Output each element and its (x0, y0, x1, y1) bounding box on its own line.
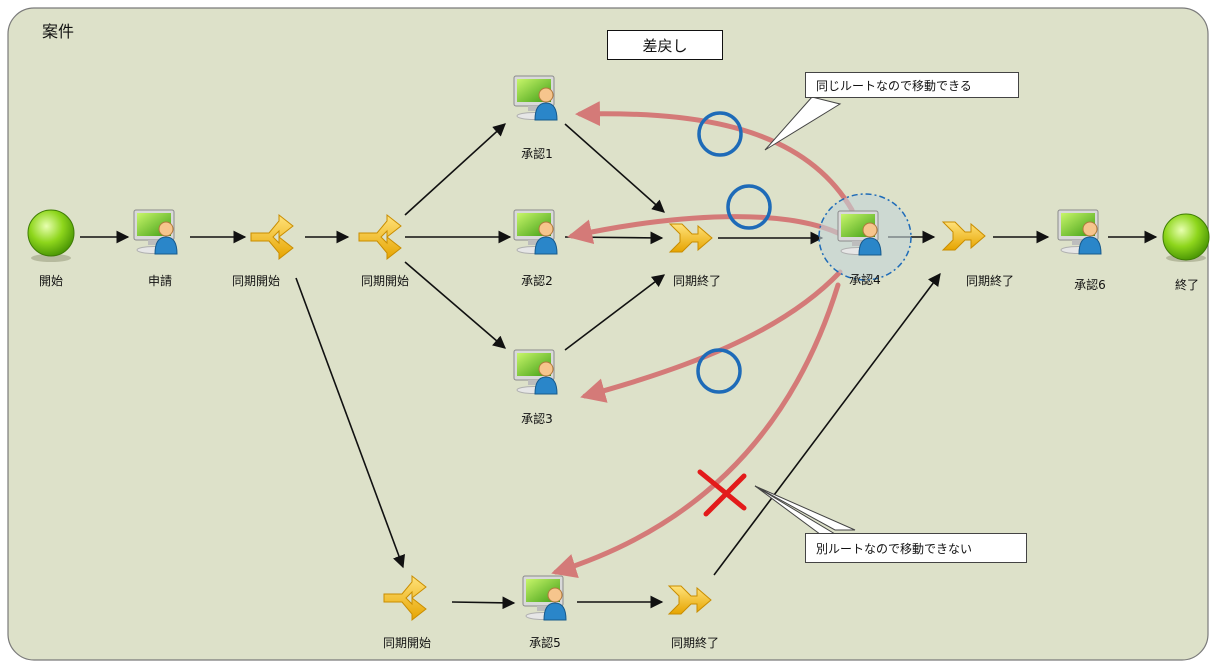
approve1-task-icon (513, 75, 558, 121)
node-label-approve1: 承認1 (521, 147, 553, 161)
node-label-sync-end3: 同期終了 (670, 636, 720, 650)
approve4-task-icon (837, 210, 882, 256)
node-label-sync-start2: 同期開始 (360, 274, 410, 288)
approve6-task-icon (1057, 209, 1102, 255)
node-label-apply: 申請 (147, 274, 173, 288)
callout-pointers (754, 96, 856, 544)
allowed-circle-2 (726, 184, 772, 230)
return-label: 差戻し (642, 36, 688, 55)
node-label-start: 開始 (38, 274, 64, 288)
node-label-approve2: 承認2 (521, 274, 553, 288)
approve5-task-icon (522, 575, 567, 621)
allowed-marks (696, 111, 772, 394)
callout-other-route-text: 別ルートなので移動できない (816, 541, 973, 556)
allowed-circle-3 (696, 348, 742, 394)
case-title: 案件 (42, 22, 75, 41)
flow-arrows (80, 123, 1158, 610)
node-label-sync-end2: 同期終了 (965, 274, 1015, 288)
approve2-task-icon (513, 209, 558, 255)
approve3-task-icon (513, 349, 558, 395)
allowed-circle-1 (697, 111, 743, 157)
node-label-end: 終了 (1174, 278, 1200, 292)
apply-task-icon (133, 209, 178, 255)
node-label-approve5: 承認5 (529, 636, 561, 650)
node-label-sync-start1: 同期開始 (231, 274, 281, 288)
callout-same-route: 同じルートなので移動できる (805, 72, 1019, 98)
node-label-sync-end1: 同期終了 (672, 274, 722, 288)
node-label-sync-start3: 同期開始 (382, 636, 432, 650)
denied-cross-icon (697, 469, 747, 517)
case-panel (7, 7, 1209, 661)
callout-same-route-text: 同じルートなので移動できる (816, 78, 972, 93)
start-node-icon (27, 209, 75, 262)
return-label-box: 差戻し (607, 30, 723, 60)
end-node-icon (1162, 213, 1210, 262)
node-label-approve3: 承認3 (521, 412, 553, 426)
node-label-approve4: 承認4 (849, 273, 881, 287)
node-label-approve6: 承認6 (1074, 278, 1106, 292)
callout-other-route: 別ルートなので移動できない (805, 533, 1027, 563)
